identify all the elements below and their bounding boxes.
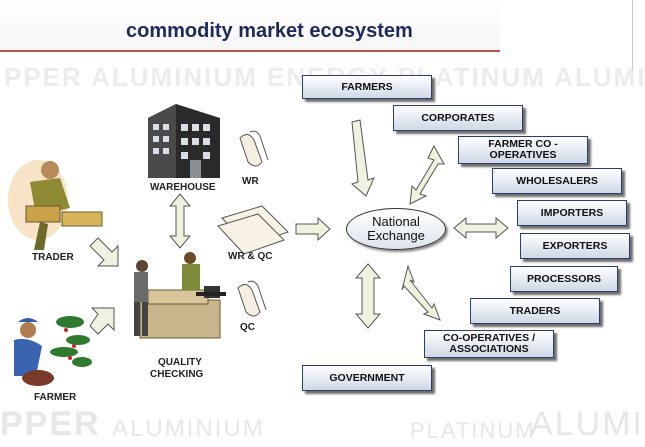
farmer-coop-line-2: OPERATIVES (489, 149, 557, 161)
box-importers: IMPORTERS (517, 200, 627, 226)
quality-checking-icon (134, 252, 226, 339)
warehouse-label: WAREHOUSE (150, 182, 216, 193)
box-farmer-cooperatives: FARMER CO - OPERATIVES (458, 136, 588, 164)
wr-label: WR (242, 176, 259, 187)
quality-checking-label-2: CHECKING (150, 369, 204, 380)
arrow-trader-to-checking (89, 237, 119, 267)
coop-assoc-line-1: CO-OPERATIVES / (443, 332, 535, 344)
box-corporates: CORPORATES (393, 105, 523, 131)
farmer-coop-line-1: FARMER CO - (488, 138, 558, 150)
qc-scroll-icon (237, 280, 267, 317)
watermark-bottom-3: ALUMI (530, 405, 644, 443)
arrow-farmer-to-checking (89, 307, 115, 335)
quality-checking-label-1: QUALITY (158, 357, 202, 368)
arrow-government-bidirectional (354, 263, 382, 329)
wr-qc-label: WR & QC (228, 251, 273, 262)
exchange-label-2: Exchange (367, 228, 425, 243)
warehouse-icon (148, 104, 220, 178)
box-traders: TRADERS (470, 298, 600, 324)
box-government: GOVERNMENT (302, 365, 432, 391)
box-farmers: FARMERS (302, 75, 432, 99)
coop-assoc-line-2: ASSOCIATIONS (449, 343, 529, 355)
title-underline (0, 50, 500, 52)
arrow-farmers-down (351, 119, 375, 197)
qc-label: QC (240, 322, 255, 333)
arrow-traders-bidirectional (401, 264, 441, 321)
box-exporters: EXPORTERS (520, 233, 630, 259)
arrow-warehouse-checking (168, 193, 192, 249)
divider-line (632, 0, 633, 70)
watermark-bottom-left: PPER (0, 405, 101, 443)
watermark-bottom-1: ALUMINIUM (112, 415, 265, 442)
page-title: commodity market ecosystem (126, 20, 413, 42)
arrow-corporates-bidirectional (409, 144, 445, 205)
wr-scroll-icon (239, 130, 269, 167)
title-band (0, 0, 500, 52)
box-wholesalers: WHOLESALERS (492, 168, 622, 194)
farmer-icon (14, 316, 92, 386)
trader-icon (8, 160, 103, 250)
documents-icon (217, 205, 289, 255)
exchange-label-1: National (372, 214, 420, 229)
national-exchange-node: National Exchange (346, 208, 446, 250)
trader-label: TRADER (32, 252, 74, 263)
box-processors: PROCESSORS (510, 266, 618, 292)
arrow-importers-bidirectional (453, 216, 509, 240)
watermark-bottom-2: PLATINUM (410, 418, 536, 443)
farmer-label: FARMER (34, 392, 77, 403)
box-cooperatives-associations: CO-OPERATIVES / ASSOCIATIONS (424, 330, 554, 358)
arrow-to-exchange (295, 216, 331, 242)
